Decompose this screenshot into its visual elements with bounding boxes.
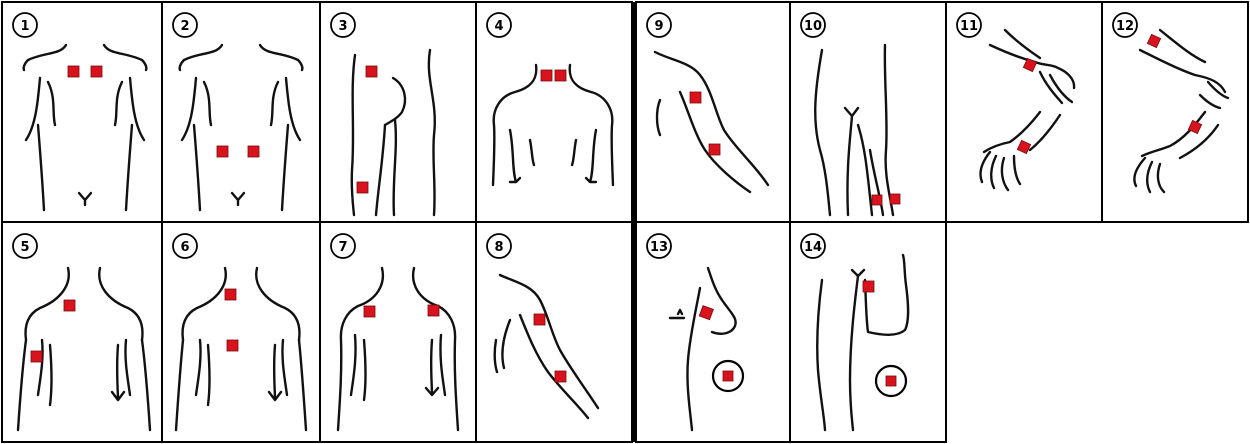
electrode-pad	[690, 92, 701, 103]
panel-label: 14	[804, 240, 822, 255]
panel-label: 3	[338, 19, 347, 34]
electrode-pad	[1188, 120, 1201, 133]
panel-4: 4	[476, 2, 632, 222]
panel-8: 8	[476, 222, 632, 442]
hands-outline	[1134, 30, 1228, 192]
electrode-pad	[64, 300, 75, 311]
electrode-pad	[248, 146, 259, 157]
hands-outline	[980, 30, 1074, 190]
back-outline	[180, 45, 303, 210]
panel-number-badge: 1	[13, 13, 37, 37]
panel-number-badge: 6	[173, 234, 197, 258]
electrode-pad	[31, 351, 42, 362]
electrode-pad	[709, 144, 720, 155]
electrode-pad	[699, 306, 713, 320]
panel-number-badge: 14	[801, 234, 825, 258]
electrode-pad	[68, 66, 79, 77]
back-outline	[18, 268, 150, 430]
panel-10: 10	[790, 2, 946, 222]
electrode-pad	[1017, 140, 1030, 153]
electrode-pad	[225, 289, 236, 300]
electrode-pad	[555, 371, 566, 382]
electrode-pad	[886, 376, 896, 386]
electrode-pad	[872, 195, 882, 205]
panel-number-badge: 12	[1113, 13, 1137, 37]
panel-label: 12	[1116, 19, 1134, 34]
panel-number-badge: 9	[647, 13, 671, 37]
back-outline	[24, 45, 147, 210]
electrode-pad	[91, 66, 102, 77]
electrode-pad	[863, 281, 874, 292]
shoulders-outline	[338, 268, 458, 430]
electrode-pad	[534, 314, 545, 325]
panel-number-badge: 13	[647, 234, 671, 258]
panel-label: 9	[654, 19, 663, 34]
electrode-pad	[217, 146, 228, 157]
panel-number-badge: 8	[487, 234, 511, 258]
panel-label: 8	[494, 240, 503, 255]
electrode-pad	[357, 182, 368, 193]
panel-number-badge: 2	[173, 13, 197, 37]
electrode-pad	[541, 70, 552, 81]
panel-number-badge: 10	[801, 13, 825, 37]
panel-number-badge: 11	[957, 13, 981, 37]
panel-label: 7	[338, 240, 347, 255]
panel-number-badge: 3	[331, 13, 355, 37]
panel-label: 13	[650, 240, 668, 255]
panel-label: 11	[960, 19, 978, 34]
panel-number-badge: 4	[487, 13, 511, 37]
panel-number-badge: 5	[13, 234, 37, 258]
panel-11: 11	[946, 2, 1102, 222]
arm-outline	[495, 275, 598, 418]
electrode-pad	[723, 371, 733, 381]
back-outline	[176, 268, 306, 430]
electrode-pad	[366, 66, 377, 77]
shoulders-outline	[493, 65, 613, 185]
panel-13: 13	[636, 222, 790, 442]
panel-9: 9	[636, 2, 790, 222]
panel-number-badge: 7	[331, 234, 355, 258]
torso-outline	[670, 268, 736, 430]
panel-1: 1	[2, 2, 162, 222]
panel-label: 1	[20, 19, 29, 34]
panel-7: 7	[320, 222, 476, 442]
panel-12: 12	[1102, 2, 1248, 222]
electrode-pad	[555, 70, 566, 81]
electrode-pad	[364, 306, 375, 317]
panel-2: 2	[162, 2, 320, 222]
electrode-pad	[890, 194, 900, 204]
panel-5: 5	[2, 222, 162, 442]
panel-label: 2	[180, 19, 189, 34]
panel-14: 14	[790, 222, 946, 442]
arm-outline	[655, 52, 768, 192]
panel-3: 3	[320, 2, 476, 222]
panel-6: 6	[162, 222, 320, 442]
electrode-pad	[227, 340, 238, 351]
panel-label: 10	[804, 19, 822, 34]
legs-outline	[815, 45, 893, 215]
electrode-pad	[428, 305, 439, 316]
panel-label: 6	[180, 240, 189, 255]
panel-label: 5	[20, 240, 29, 255]
panel-label: 4	[494, 19, 503, 34]
electrode-pad	[1147, 34, 1160, 47]
